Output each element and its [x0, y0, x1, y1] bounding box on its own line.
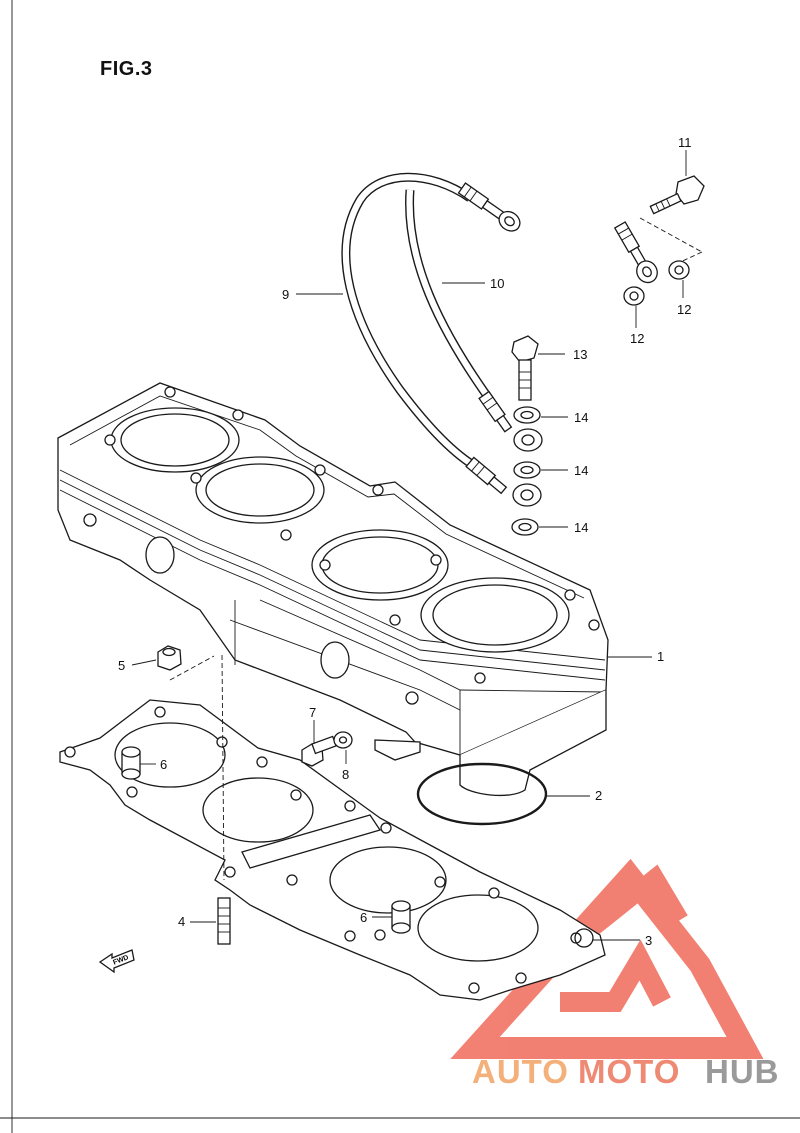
callout-13: 13: [573, 347, 587, 362]
figure-title: FIG.3: [100, 58, 153, 80]
dowel-pin-6-icons: [121, 746, 411, 934]
callout-11: 11: [678, 135, 692, 150]
bolt-13-icon: [511, 335, 539, 401]
o-ring-2-icon: [416, 762, 548, 826]
callout-4: 4: [178, 914, 185, 929]
watermark-text-moto: MOTO: [578, 1053, 680, 1090]
washer-8-icon: [333, 731, 353, 749]
callout-1: 1: [657, 649, 664, 664]
callout-9: 9: [282, 287, 289, 302]
bolt-7-icon: [301, 735, 337, 767]
oil-hoses: [341, 93, 658, 507]
cylinder-block: [57, 382, 609, 797]
bolt-11-icon: [639, 175, 705, 265]
watermark-wordmark: AUTO MOTO HUB: [472, 1053, 780, 1090]
forward-direction-arrow-icon: FWD: [98, 949, 135, 974]
washer-14-icons: [511, 406, 541, 536]
watermark-text-auto: AUTO: [472, 1053, 569, 1090]
callout-leader-lines: [131, 150, 687, 941]
callout-3: 3: [645, 933, 652, 948]
stud-bolt-4-icon: [217, 897, 231, 945]
washer-12-icons: [623, 260, 690, 306]
callout-14-upper: 14: [574, 410, 588, 425]
callout-2: 2: [595, 788, 602, 803]
callout-8: 8: [342, 767, 349, 782]
callout-10: 10: [490, 276, 504, 291]
callout-6-lower: 6: [360, 910, 367, 925]
callout-12-left: 12: [630, 331, 644, 346]
callout-14-middle: 14: [574, 463, 588, 478]
callout-12-right: 12: [677, 302, 691, 317]
watermark-text-hub: HUB: [705, 1053, 780, 1090]
callout-14-lower: 14: [574, 520, 588, 535]
callout-7: 7: [309, 705, 316, 720]
nut-5-icon: [157, 645, 225, 881]
cylinder-base-gasket: [59, 699, 606, 1001]
callout-5: 5: [118, 658, 125, 673]
callout-6-upper: 6: [160, 757, 167, 772]
